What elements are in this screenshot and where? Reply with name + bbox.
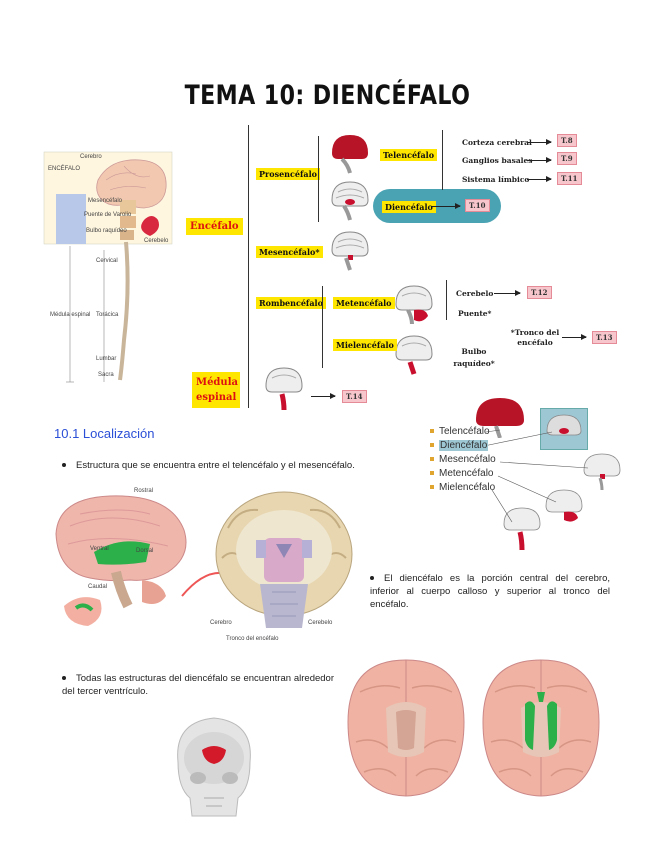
tag-t8: T.8 (557, 134, 577, 147)
legend-brain-mesencefalo (583, 453, 621, 490)
label-tronco: *Tronco del encéfalo (510, 328, 560, 347)
label-telencefalo: Telencéfalo (380, 149, 438, 161)
label-cerebelo-branch: Cerebelo (456, 289, 494, 298)
label-cerebro: Cerebro (80, 154, 102, 160)
label-bulbo: Bulbo raquídeo (86, 228, 127, 234)
label-ganglios: Ganglios basales (462, 156, 533, 165)
legend-brain-metencefalo (545, 489, 583, 522)
cns-overview-figure: Cerebro ENCÉFALO Mesencéfalo Puente de V… (40, 150, 180, 388)
label-lumbar: Lumbar (96, 356, 117, 362)
bullet-1: Estructura que se encuentra entre el tel… (62, 459, 422, 472)
tag-t13: T.13 (592, 331, 617, 344)
ventral-brain-view-1 (347, 659, 465, 797)
label-bulbo-branch: Bulbo raquídeo* (453, 347, 495, 368)
skull-diencefalo-figure (177, 717, 251, 817)
legend-item-metencefalo: Metencéfalo (430, 468, 493, 479)
legend-brain-diencefalo (540, 408, 588, 450)
cns-illustration (43, 151, 173, 383)
legend-item-mesencefalo: Mesencéfalo (430, 454, 496, 465)
label-toracica: Torácica (96, 312, 119, 318)
label-puente-branch: Puente* (458, 309, 492, 318)
arrow-limbico (527, 176, 552, 182)
tag-t12: T.12 (527, 286, 552, 299)
bracket-prosencefalo (318, 136, 319, 222)
fig-label-tronco: Tronco del encéfalo (226, 636, 279, 642)
tag-t11: T.11 (557, 172, 582, 185)
label-mielencefalo: Mielencéfalo (333, 339, 397, 351)
brain-thumb-telencefalo (332, 135, 368, 174)
arrow-tronco (562, 334, 587, 340)
arrow-cerebelo (494, 290, 521, 296)
fig-label-rostral: Rostral (134, 488, 154, 494)
arrow-medula (311, 393, 336, 399)
label-limbico: Sistema límbico (462, 175, 530, 184)
label-cerebelo: Cerebelo (144, 238, 169, 244)
ventral-brain-view-2 (482, 659, 600, 797)
legend-brain-telencefalo (476, 398, 524, 438)
fig-label-caudal: Caudal (88, 584, 108, 590)
brain-thumb-mielencefalo (395, 335, 433, 375)
fig-label-cerebelo: Cerebelo (308, 620, 333, 626)
fig-label-ventral: Ventral (90, 546, 109, 552)
tag-t14: T.14 (342, 390, 367, 403)
label-prosencefalo: Prosencéfalo (256, 168, 320, 180)
bracket-medula (248, 368, 249, 408)
label-corteza: Corteza cerebral (462, 138, 532, 147)
brain-thumb-diencefalo (331, 181, 369, 221)
arrow-ganglios (527, 157, 552, 163)
label-encefalo: ENCÉFALO (48, 166, 81, 172)
section-heading: 10.1 Localización (54, 426, 155, 441)
legend-figure: Telencéfalo Diencéfalo Mesencéfalo Meten… (420, 392, 625, 552)
tag-t10: T.10 (465, 199, 490, 212)
coronal-brain-figure: Cerebro Cerebelo Tronco del encéfalo (208, 488, 360, 644)
legend-item-mielencefalo: Mielencéfalo (430, 482, 495, 493)
label-rombencefalo: Rombencéfalo (256, 297, 326, 309)
label-encefalo-main: Encéfalo (186, 218, 243, 235)
bullet-2: El diencéfalo es la porción central del … (370, 573, 610, 610)
bracket-metencefalo (446, 280, 447, 320)
label-mesencefalo-branch: Mesencéfalo* (256, 246, 323, 258)
arrow-diencefalo (432, 203, 461, 209)
sagittal-brain-figure: Rostral Ventral Dorsal Caudal (50, 486, 200, 641)
bracket-encefalo (248, 125, 249, 368)
label-medula-espinal: Médula espinal (50, 312, 91, 318)
label-sacra: Sacra (98, 372, 114, 378)
label-metencefalo: Metencéfalo (333, 297, 395, 309)
page-title: TEMA 10: DIENCÉFALO (184, 80, 471, 111)
brain-thumb-metencefalo (395, 285, 433, 325)
legend-item-diencefalo: Diencéfalo (430, 440, 489, 451)
label-cervical: Cervical (96, 258, 118, 264)
fig-label-cerebro: Cerebro (210, 620, 232, 626)
legend-brain-mielencefalo (503, 507, 541, 550)
brain-thumb-mesencefalo (331, 231, 369, 271)
brain-thumb-medula (265, 367, 303, 410)
bullet-3: Todas las estructuras del diencéfalo se … (62, 673, 334, 697)
legend-connectors (483, 429, 589, 523)
bracket-telencefalo (442, 130, 443, 190)
label-puente: Puente de Varolio (84, 212, 132, 218)
label-diencefalo: Diencéfalo (382, 201, 436, 213)
fig-label-dorsal: Dorsal (136, 548, 154, 554)
bracket-rombencefalo (322, 286, 323, 368)
legend-item-telencefalo: Telencéfalo (430, 426, 490, 437)
label-mesencefalo: Mesencéfalo (88, 198, 123, 204)
label-medula-main: Médula espinal (192, 372, 240, 408)
arrow-corteza (527, 139, 552, 145)
tag-t9: T.9 (557, 152, 577, 165)
